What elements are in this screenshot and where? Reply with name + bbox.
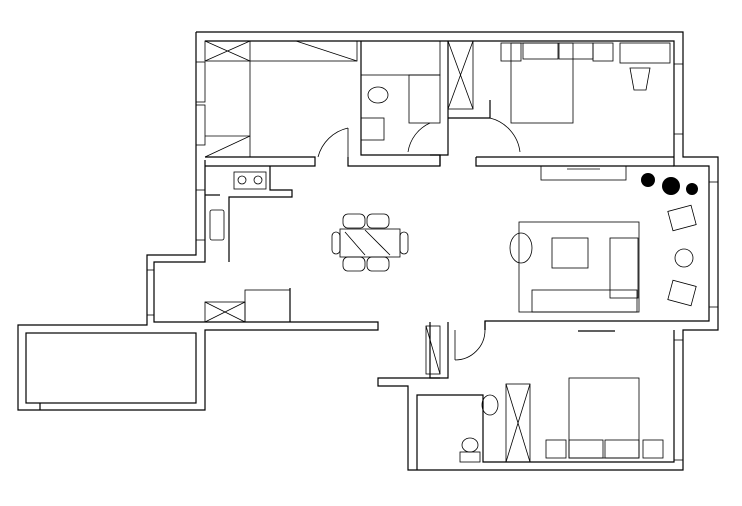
doors <box>317 117 521 361</box>
plant-icon <box>686 183 698 195</box>
chair-icon <box>629 67 651 91</box>
tv-cabinet <box>540 165 627 181</box>
living-room <box>509 165 698 332</box>
toilet-icon <box>461 437 479 453</box>
closet-lower <box>505 383 531 463</box>
bathroom-lower <box>425 325 499 463</box>
wardrobe-upper-left <box>204 40 358 158</box>
bed-lower <box>545 377 664 459</box>
sink-icon <box>360 117 385 141</box>
sofa-icon <box>531 289 638 313</box>
fridge-icon <box>244 289 291 323</box>
plant-icon <box>662 177 680 195</box>
sink-icon <box>481 394 499 416</box>
plant-icon <box>641 173 655 187</box>
dining-table <box>331 213 409 272</box>
stove-icon <box>233 171 267 190</box>
bed-upper <box>500 42 671 124</box>
bathroom-upper <box>360 40 441 141</box>
interior-walls <box>205 41 674 379</box>
toilet-icon <box>367 86 389 104</box>
exterior-walls <box>17 31 719 471</box>
kitchen <box>204 171 291 323</box>
closet-upper-right <box>447 40 474 110</box>
windows <box>146 61 719 461</box>
sink-icon <box>209 209 225 241</box>
coffee-table <box>551 237 589 269</box>
